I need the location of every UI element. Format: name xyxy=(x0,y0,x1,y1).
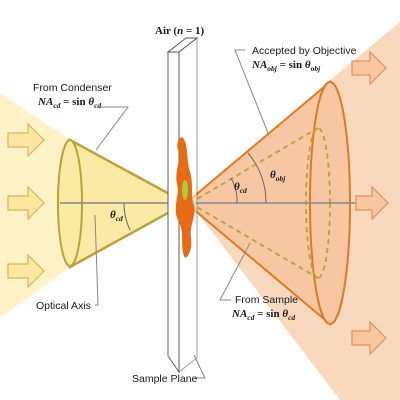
optical-axis-label: Optical Axis xyxy=(36,300,91,312)
objective-label: Accepted by Objective xyxy=(252,45,357,57)
arrow-icon-right-bottom xyxy=(351,320,387,356)
leader-sample xyxy=(219,242,251,301)
angle-label-left: θcd xyxy=(110,209,123,223)
angle-label-right-inner: θcd xyxy=(234,181,247,195)
arrow-icon-left-middle xyxy=(7,185,45,221)
sample-plane-label: Sample Plane xyxy=(132,373,198,385)
condenser-na-equation: NAcd = sin θcd xyxy=(37,96,101,110)
arrow-icon-right-middle xyxy=(355,185,389,221)
sample-cone-lower-edge xyxy=(189,202,319,279)
specimen-core xyxy=(182,180,188,200)
leader-objective xyxy=(234,49,269,134)
objective-na-equation: NAobj = sin θobj xyxy=(251,59,321,73)
sample-cone-upper-edge xyxy=(189,127,319,204)
sample-na-equation: NAcd = sin θcd xyxy=(231,308,295,322)
arrow-icon-left-top xyxy=(7,122,45,158)
angle-arc-left xyxy=(123,202,131,231)
angle-arc-right-inner xyxy=(230,177,238,204)
leader-condenser xyxy=(95,106,129,151)
medium-title: Air (n = 1) xyxy=(155,25,205,37)
angle-arc-right-outer xyxy=(247,152,267,204)
arrow-icon-left-bottom xyxy=(7,253,45,289)
leader-sample-plane xyxy=(193,354,206,379)
arrow-icon-right-top xyxy=(351,50,387,86)
leader-optical-axis xyxy=(94,214,99,306)
angle-label-right-outer: θobj xyxy=(270,169,286,183)
sample-label: From Sample xyxy=(235,294,298,306)
condenser-label: From Condenser xyxy=(33,82,112,94)
